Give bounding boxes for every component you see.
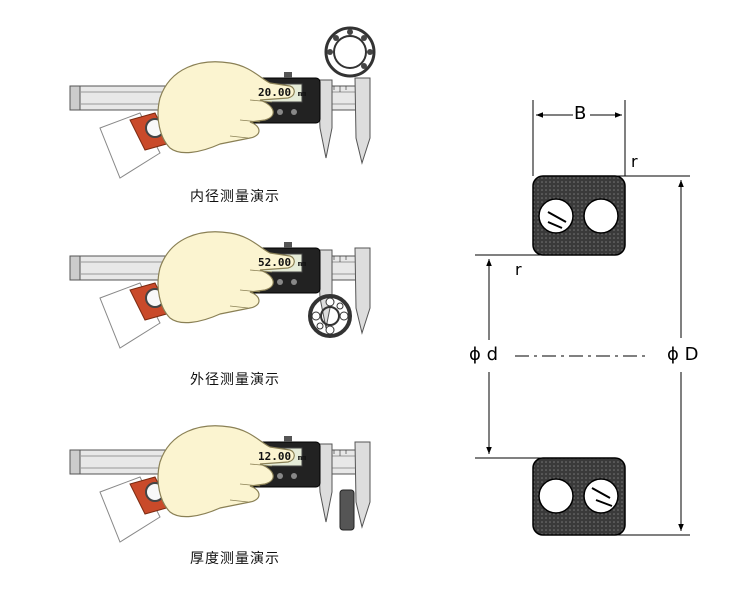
label-outer-diameter-d: ϕ D [667,344,699,365]
bearing-edge-icon [339,489,355,531]
label-radius-inner: r [515,260,522,279]
caption-thickness: 厚度测量演示 [190,551,280,567]
display-value: 20.00 [258,86,292,99]
display-value: 12.00 [258,450,292,463]
display-unit: mm [297,260,307,268]
caliper-display-3: 12.00 mm [258,450,306,463]
caption-outer-diameter: 外径测量演示 [190,372,280,388]
label-width-b: B [574,103,587,124]
bearing-ball-icon [308,294,352,338]
caption-inner-diameter: 内径测量演示 [190,189,280,205]
display-value: 52.00 [258,256,292,269]
label-radius-outer: r [631,152,638,171]
bearing-cross-section [475,100,690,536]
demo-inner-diameter [69,26,376,179]
bearing-ring-icon [324,26,376,78]
display-unit: mm [297,90,307,98]
label-bore-d: ϕ d [469,344,499,365]
caliper-display-1: 20.00 mm [258,86,306,99]
demo-outer-diameter [69,230,371,349]
demo-thickness [69,424,371,543]
caliper-display-2: 52.00 mm [258,256,306,269]
display-unit: mm [297,454,307,462]
